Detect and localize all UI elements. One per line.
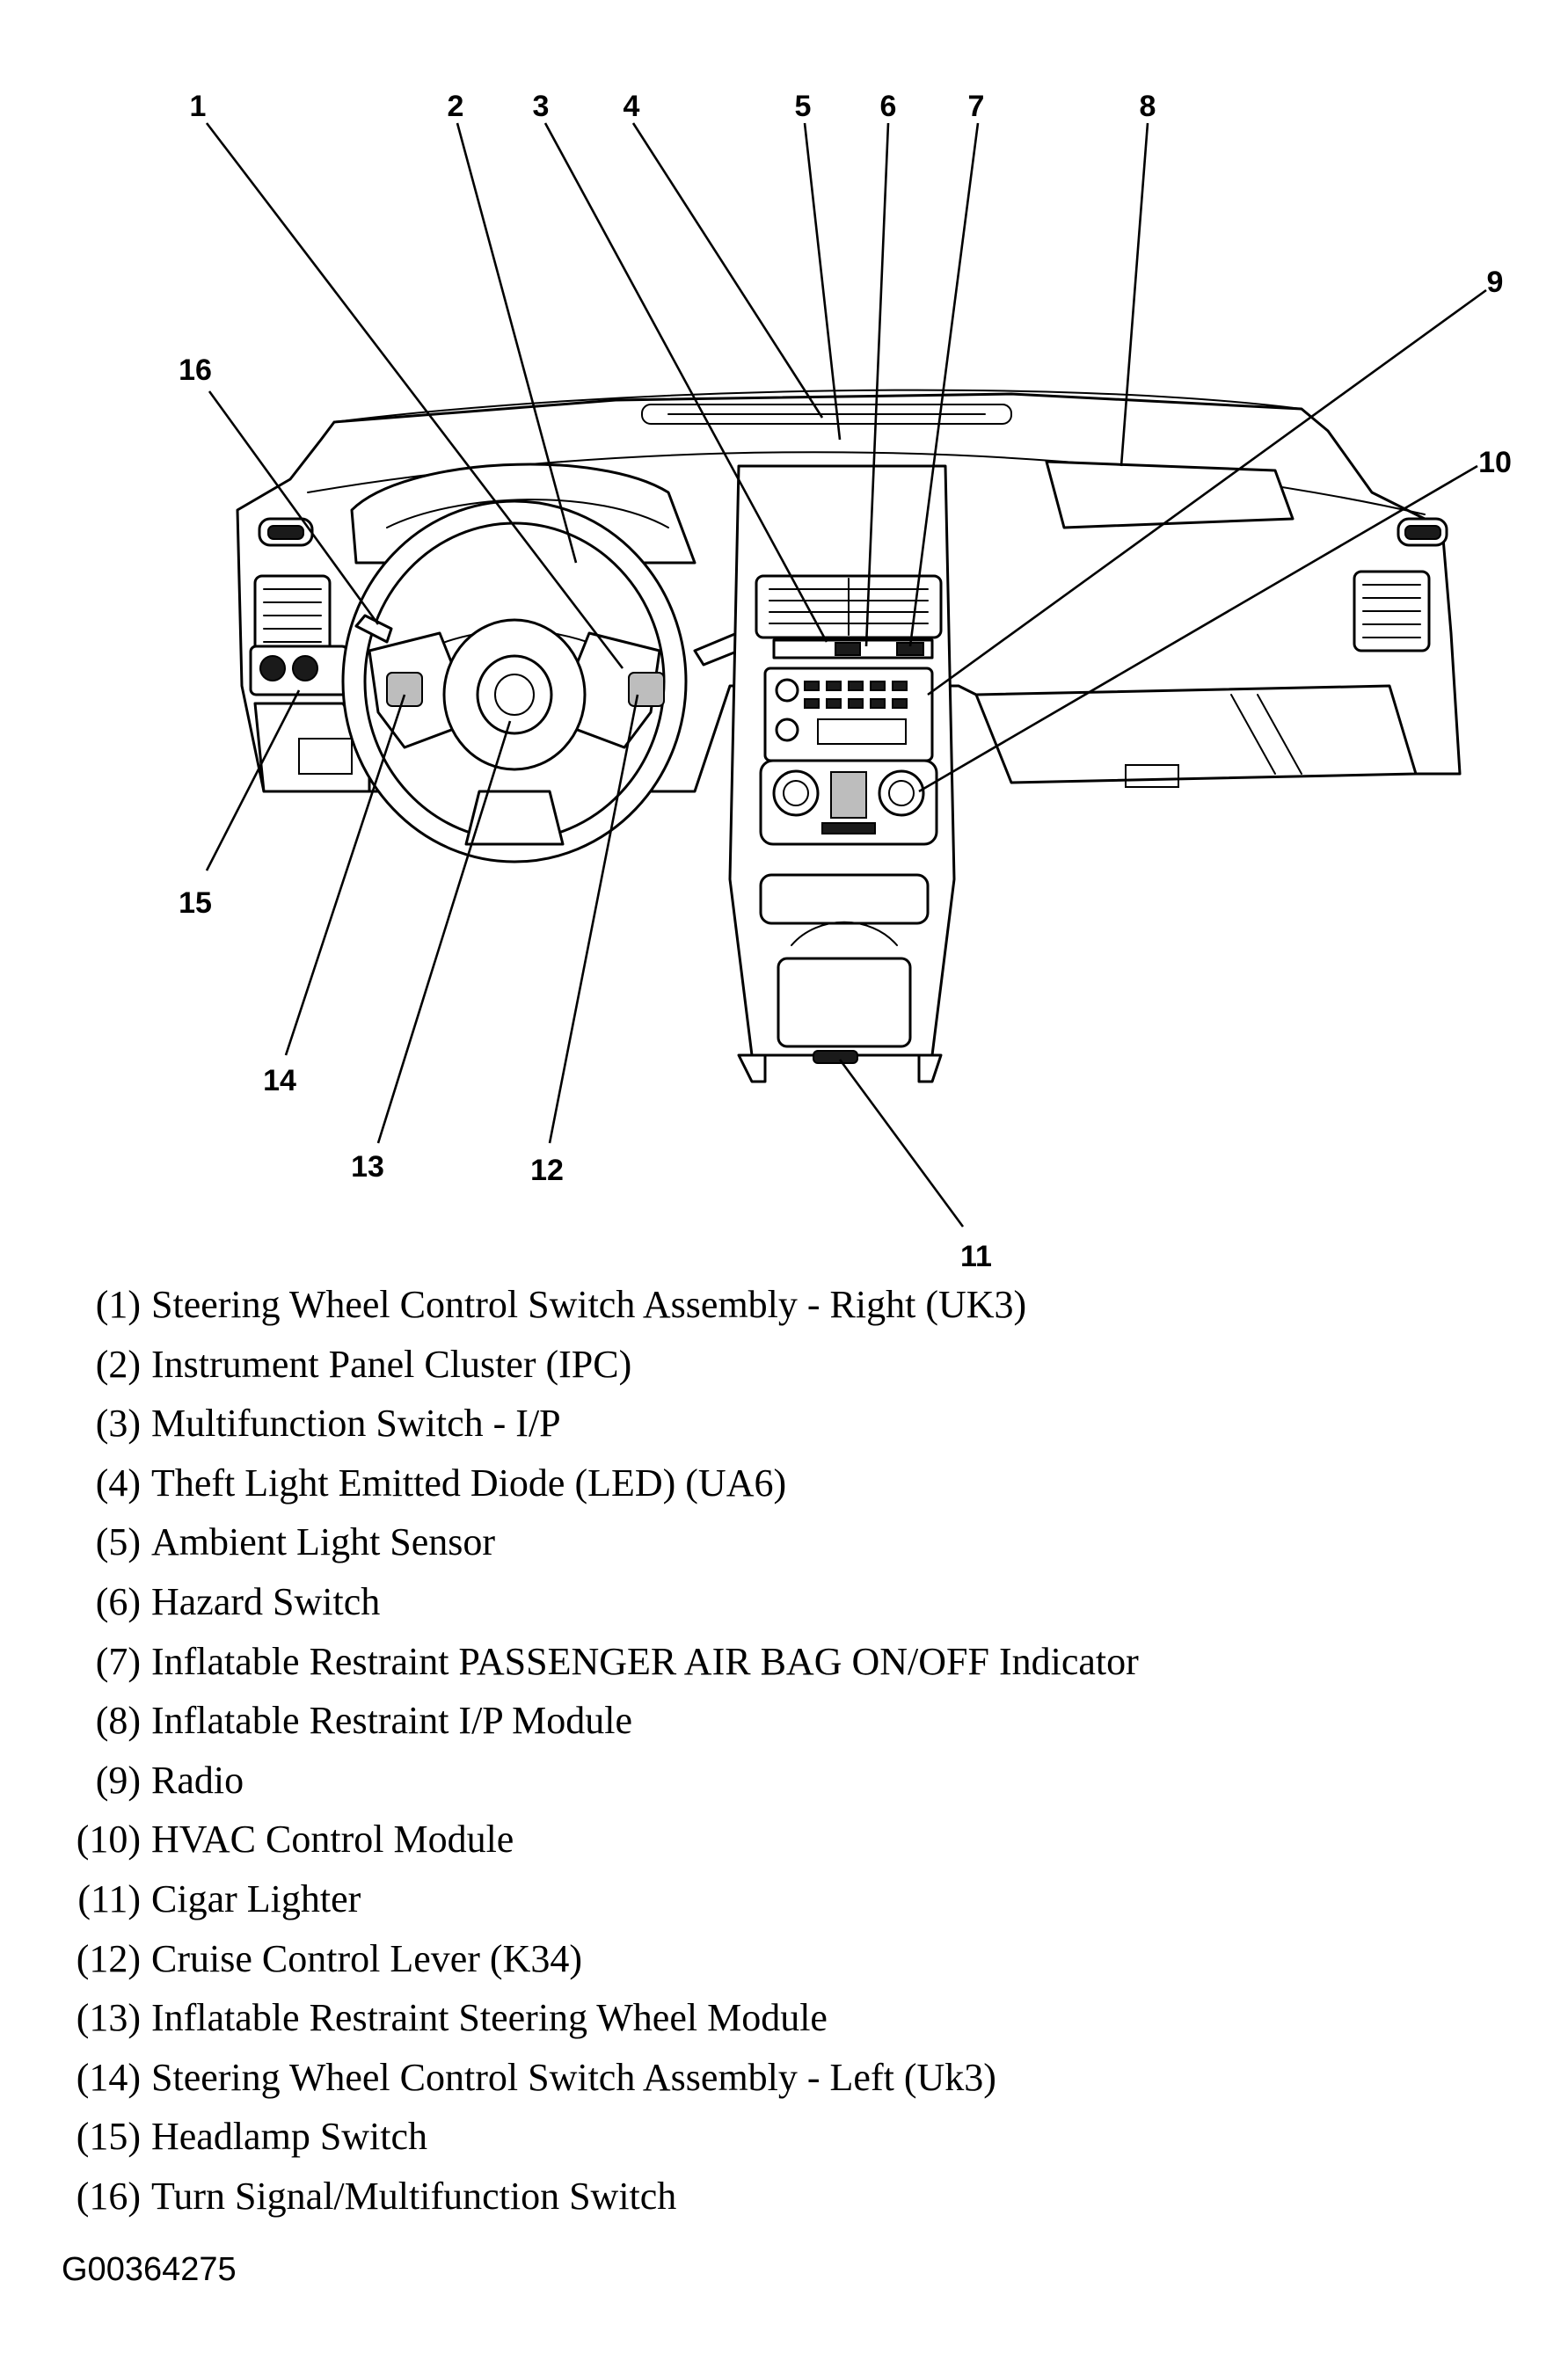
console-lower-bin [777, 957, 912, 1048]
legend-number: (5) [95, 1520, 141, 1564]
legend-item: (15)Headlamp Switch [53, 2107, 1372, 2167]
leader-11 [838, 1059, 965, 1228]
legend-text: Instrument Panel Cluster (IPC) [151, 1342, 632, 1386]
callout-3: 3 [533, 90, 550, 123]
leader-lines [205, 122, 1487, 1228]
legend-text: Inflatable Restraint PASSENGER AIR BAG O… [151, 1639, 1139, 1683]
callout-numbers: 1 2 3 4 5 6 7 8 9 10 11 12 13 14 15 16 [179, 90, 1512, 1273]
leader-2 [456, 122, 578, 564]
legend-text: Inflatable Restraint Steering Wheel Modu… [151, 1996, 828, 2040]
leader-7 [908, 122, 980, 647]
headlamp-knob [259, 655, 286, 681]
legend-number: (8) [95, 1699, 141, 1743]
legend-number: (1) [95, 1283, 141, 1326]
callout-12: 12 [530, 1154, 564, 1187]
legend-number: (14) [76, 2055, 141, 2099]
leader-12 [548, 694, 639, 1144]
leader-4 [631, 122, 824, 419]
dashboard-diagram: 1 2 3 4 5 6 7 8 9 10 11 12 13 14 15 16 [179, 90, 1512, 1273]
hvac-left-knob [772, 769, 820, 817]
legend-number: (16) [76, 2174, 141, 2218]
left-swc-pad [386, 672, 423, 707]
leader-3 [543, 122, 828, 643]
leader-1 [205, 122, 624, 669]
legend-number: (12) [76, 1936, 141, 1980]
legend-number: (11) [77, 1876, 141, 1920]
callout-2: 2 [448, 90, 464, 123]
leader-10 [918, 464, 1478, 793]
figure-id: G00364275 [62, 2251, 237, 2288]
legend-item: (14)Steering Wheel Control Switch Assemb… [53, 2048, 1372, 2108]
callout-10: 10 [1478, 446, 1512, 479]
callout-16: 16 [179, 353, 212, 387]
legend-number: (4) [95, 1461, 141, 1505]
leader-9 [927, 288, 1487, 696]
callout-1: 1 [190, 90, 207, 123]
legend-item: (7)Inflatable Restraint PASSENGER AIR BA… [53, 1632, 1372, 1692]
legend-item: (9)Radio [53, 1751, 1372, 1811]
console-upper-bin [759, 873, 930, 925]
legend-text: Ambient Light Sensor [151, 1520, 496, 1564]
legend-number: (2) [95, 1342, 141, 1386]
legend-item: (13)Inflatable Restraint Steering Wheel … [53, 1988, 1372, 2048]
right-swc-pad [628, 672, 665, 707]
leader-6 [864, 122, 890, 647]
dashboard-drawing [236, 389, 1462, 1083]
callout-14: 14 [263, 1064, 296, 1097]
legend-list: (1)Steering Wheel Control Switch Assembl… [53, 1275, 1372, 2226]
legend-text: Inflatable Restraint I/P Module [151, 1699, 633, 1743]
callout-9: 9 [1487, 266, 1504, 299]
legend-text: Headlamp Switch [151, 2115, 428, 2159]
legend-item: (12)Cruise Control Lever (K34) [53, 1929, 1372, 1989]
legend-text: Steering Wheel Control Switch Assembly -… [151, 2055, 996, 2099]
legend-item: (6)Hazard Switch [53, 1572, 1372, 1632]
legend-item: (8)Inflatable Restraint I/P Module [53, 1691, 1372, 1751]
callout-4: 4 [624, 90, 640, 123]
callout-11: 11 [960, 1240, 992, 1273]
callout-5: 5 [795, 90, 812, 123]
leader-16 [208, 390, 380, 625]
hvac-right-knob [878, 769, 925, 817]
glovebox [974, 684, 1418, 784]
legend-item: (4)Theft Light Emitted Diode (LED) (UA6) [53, 1454, 1372, 1513]
legend-text: HVAC Control Module [151, 1818, 514, 1862]
callout-15: 15 [179, 886, 212, 920]
legend-item: (2)Instrument Panel Cluster (IPC) [53, 1335, 1372, 1395]
passenger-airbag-door [1045, 460, 1295, 529]
legend-text: Cigar Lighter [151, 1876, 361, 1920]
legend-item: (3)Multifunction Switch - I/P [53, 1394, 1372, 1454]
callout-7: 7 [968, 90, 985, 123]
legend-number: (15) [76, 2115, 141, 2159]
legend-item: (5)Ambient Light Sensor [53, 1512, 1372, 1572]
legend-number: (13) [76, 1996, 141, 2040]
legend-item: (1)Steering Wheel Control Switch Assembl… [53, 1275, 1372, 1335]
legend-number: (10) [76, 1818, 141, 1862]
legend-text: Theft Light Emitted Diode (LED) (UA6) [151, 1461, 787, 1505]
legend-item: (10)HVAC Control Module [53, 1810, 1372, 1869]
callout-8: 8 [1140, 90, 1156, 123]
callout-13: 13 [351, 1150, 384, 1184]
cigar-lighter [813, 1050, 858, 1064]
legend-item: (11)Cigar Lighter [53, 1869, 1372, 1929]
legend-number: (7) [95, 1639, 141, 1683]
legend-number: (3) [95, 1402, 141, 1446]
legend-text: Multifunction Switch - I/P [151, 1402, 561, 1446]
leader-5 [803, 122, 842, 441]
callout-6: 6 [880, 90, 897, 123]
legend-number: (6) [95, 1579, 141, 1623]
defroster-slot [641, 404, 1012, 425]
legend-text: Hazard Switch [151, 1579, 381, 1623]
legend-text: Cruise Control Lever (K34) [151, 1936, 582, 1980]
legend-item: (16)Turn Signal/Multifunction Switch [53, 2167, 1372, 2226]
leader-14 [284, 694, 406, 1056]
leader-15 [205, 689, 301, 871]
legend-number: (9) [95, 1758, 141, 1802]
legend-text: Steering Wheel Control Switch Assembly -… [151, 1283, 1027, 1326]
legend-text: Turn Signal/Multifunction Switch [151, 2174, 677, 2218]
legend-text: Radio [151, 1758, 244, 1802]
leader-13 [376, 720, 512, 1144]
leader-8 [1119, 122, 1149, 467]
